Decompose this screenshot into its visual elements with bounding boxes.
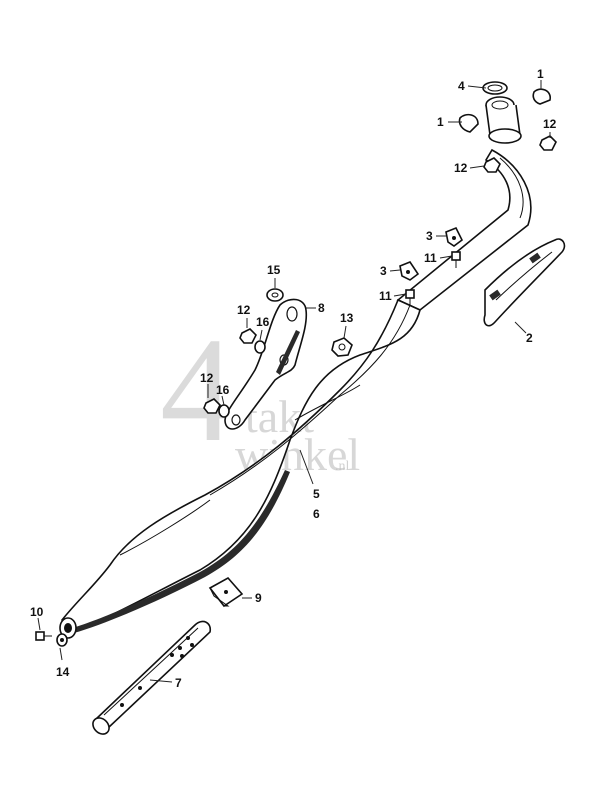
- label-part-12-top: 12: [543, 117, 557, 131]
- label-part-14: 14: [56, 665, 70, 679]
- label-part-13: 13: [340, 311, 354, 325]
- washer-bracket-upper: [254, 340, 266, 354]
- flange-nut-left: [483, 157, 501, 173]
- collar-half-upper: [532, 88, 551, 105]
- washer-upper: [266, 288, 284, 302]
- nut-bracket-lower: [203, 398, 221, 414]
- label-part-1-lower: 1: [437, 115, 444, 129]
- exhaust-flange: [485, 96, 522, 144]
- label-part-12-lower: 12: [200, 371, 214, 385]
- label-part-6: 6: [313, 507, 320, 521]
- nut-13: [331, 337, 353, 357]
- watermark-digit: 4: [160, 307, 235, 473]
- leader-lines: [37, 80, 551, 683]
- label-part-11-lower: 11: [379, 289, 392, 303]
- label-part-3-upper: 3: [426, 229, 433, 243]
- mounting-bracket: [224, 298, 308, 430]
- label-part-10: 10: [30, 605, 44, 619]
- baffle-insert: [92, 620, 212, 735]
- watermark-suffix: .nl: [335, 459, 350, 474]
- label-part-8: 8: [318, 301, 325, 315]
- label-part-16-lower: 16: [216, 383, 230, 397]
- label-part-9: 9: [255, 591, 262, 605]
- bracket-lower: [399, 261, 420, 281]
- gasket-ring: [482, 81, 508, 95]
- label-part-5: 5: [313, 487, 320, 501]
- callout-labels: 4 1 1 12 12 3 11 3 11 15 8 12 16 13 12 1…: [30, 67, 557, 690]
- collar-half-lower: [458, 113, 479, 133]
- label-part-1-upper: 1: [537, 67, 544, 81]
- label-part-2: 2: [526, 331, 533, 345]
- label-part-12-flange: 12: [454, 161, 468, 175]
- clamp-block: [208, 576, 244, 608]
- label-part-4: 4: [458, 79, 465, 93]
- label-part-16-upper: 16: [256, 315, 270, 329]
- flange-nut-right: [539, 135, 557, 151]
- bracket-upper: [445, 226, 464, 247]
- label-part-12-bracket: 12: [237, 303, 251, 317]
- washer-bracket-lower: [218, 404, 230, 418]
- label-part-7: 7: [175, 676, 182, 690]
- nut-bracket-upper: [239, 328, 257, 344]
- label-part-11-upper: 11: [424, 251, 437, 265]
- label-part-15: 15: [267, 263, 281, 277]
- bolt-10: [35, 631, 52, 641]
- heat-guard: [483, 238, 566, 327]
- label-part-3-lower: 3: [380, 264, 387, 278]
- washer-14: [56, 633, 68, 647]
